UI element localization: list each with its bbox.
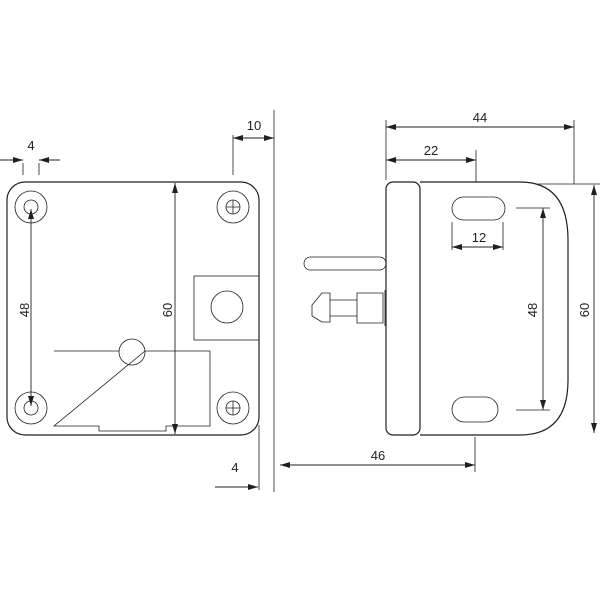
screw-hole	[216, 190, 250, 224]
dim-slot-position: 22	[424, 143, 438, 158]
dim-slot-length: 12	[472, 230, 486, 245]
dim-hole-offset: 4	[27, 138, 34, 153]
dim-bottom-offset: 4	[231, 460, 238, 475]
latch-bolt	[311, 290, 386, 326]
lock-body	[52, 350, 211, 432]
pin	[303, 256, 387, 271]
dim-projection: 46	[371, 448, 385, 463]
slot-bottom	[451, 396, 499, 423]
dim-hole-spacing: 48	[17, 303, 32, 317]
lock-case	[420, 181, 569, 436]
slot-top	[451, 196, 506, 221]
dim-height: 60	[577, 303, 592, 317]
dim-total-width: 44	[473, 110, 487, 125]
dim-edge-to-wall: 10	[247, 118, 261, 133]
side-view: 44 22 12 48 60 46	[280, 110, 600, 472]
front-view: 4 10 48 60 4	[0, 110, 275, 492]
dim-slot-spacing: 48	[525, 303, 540, 317]
screw-hole	[216, 391, 250, 425]
dim-height: 60	[160, 303, 175, 317]
bolt-housing	[193, 275, 260, 341]
screw-holes	[14, 190, 250, 425]
keyhole-circle	[118, 338, 146, 366]
bolt-circle	[210, 290, 244, 324]
front-flange	[385, 181, 421, 436]
